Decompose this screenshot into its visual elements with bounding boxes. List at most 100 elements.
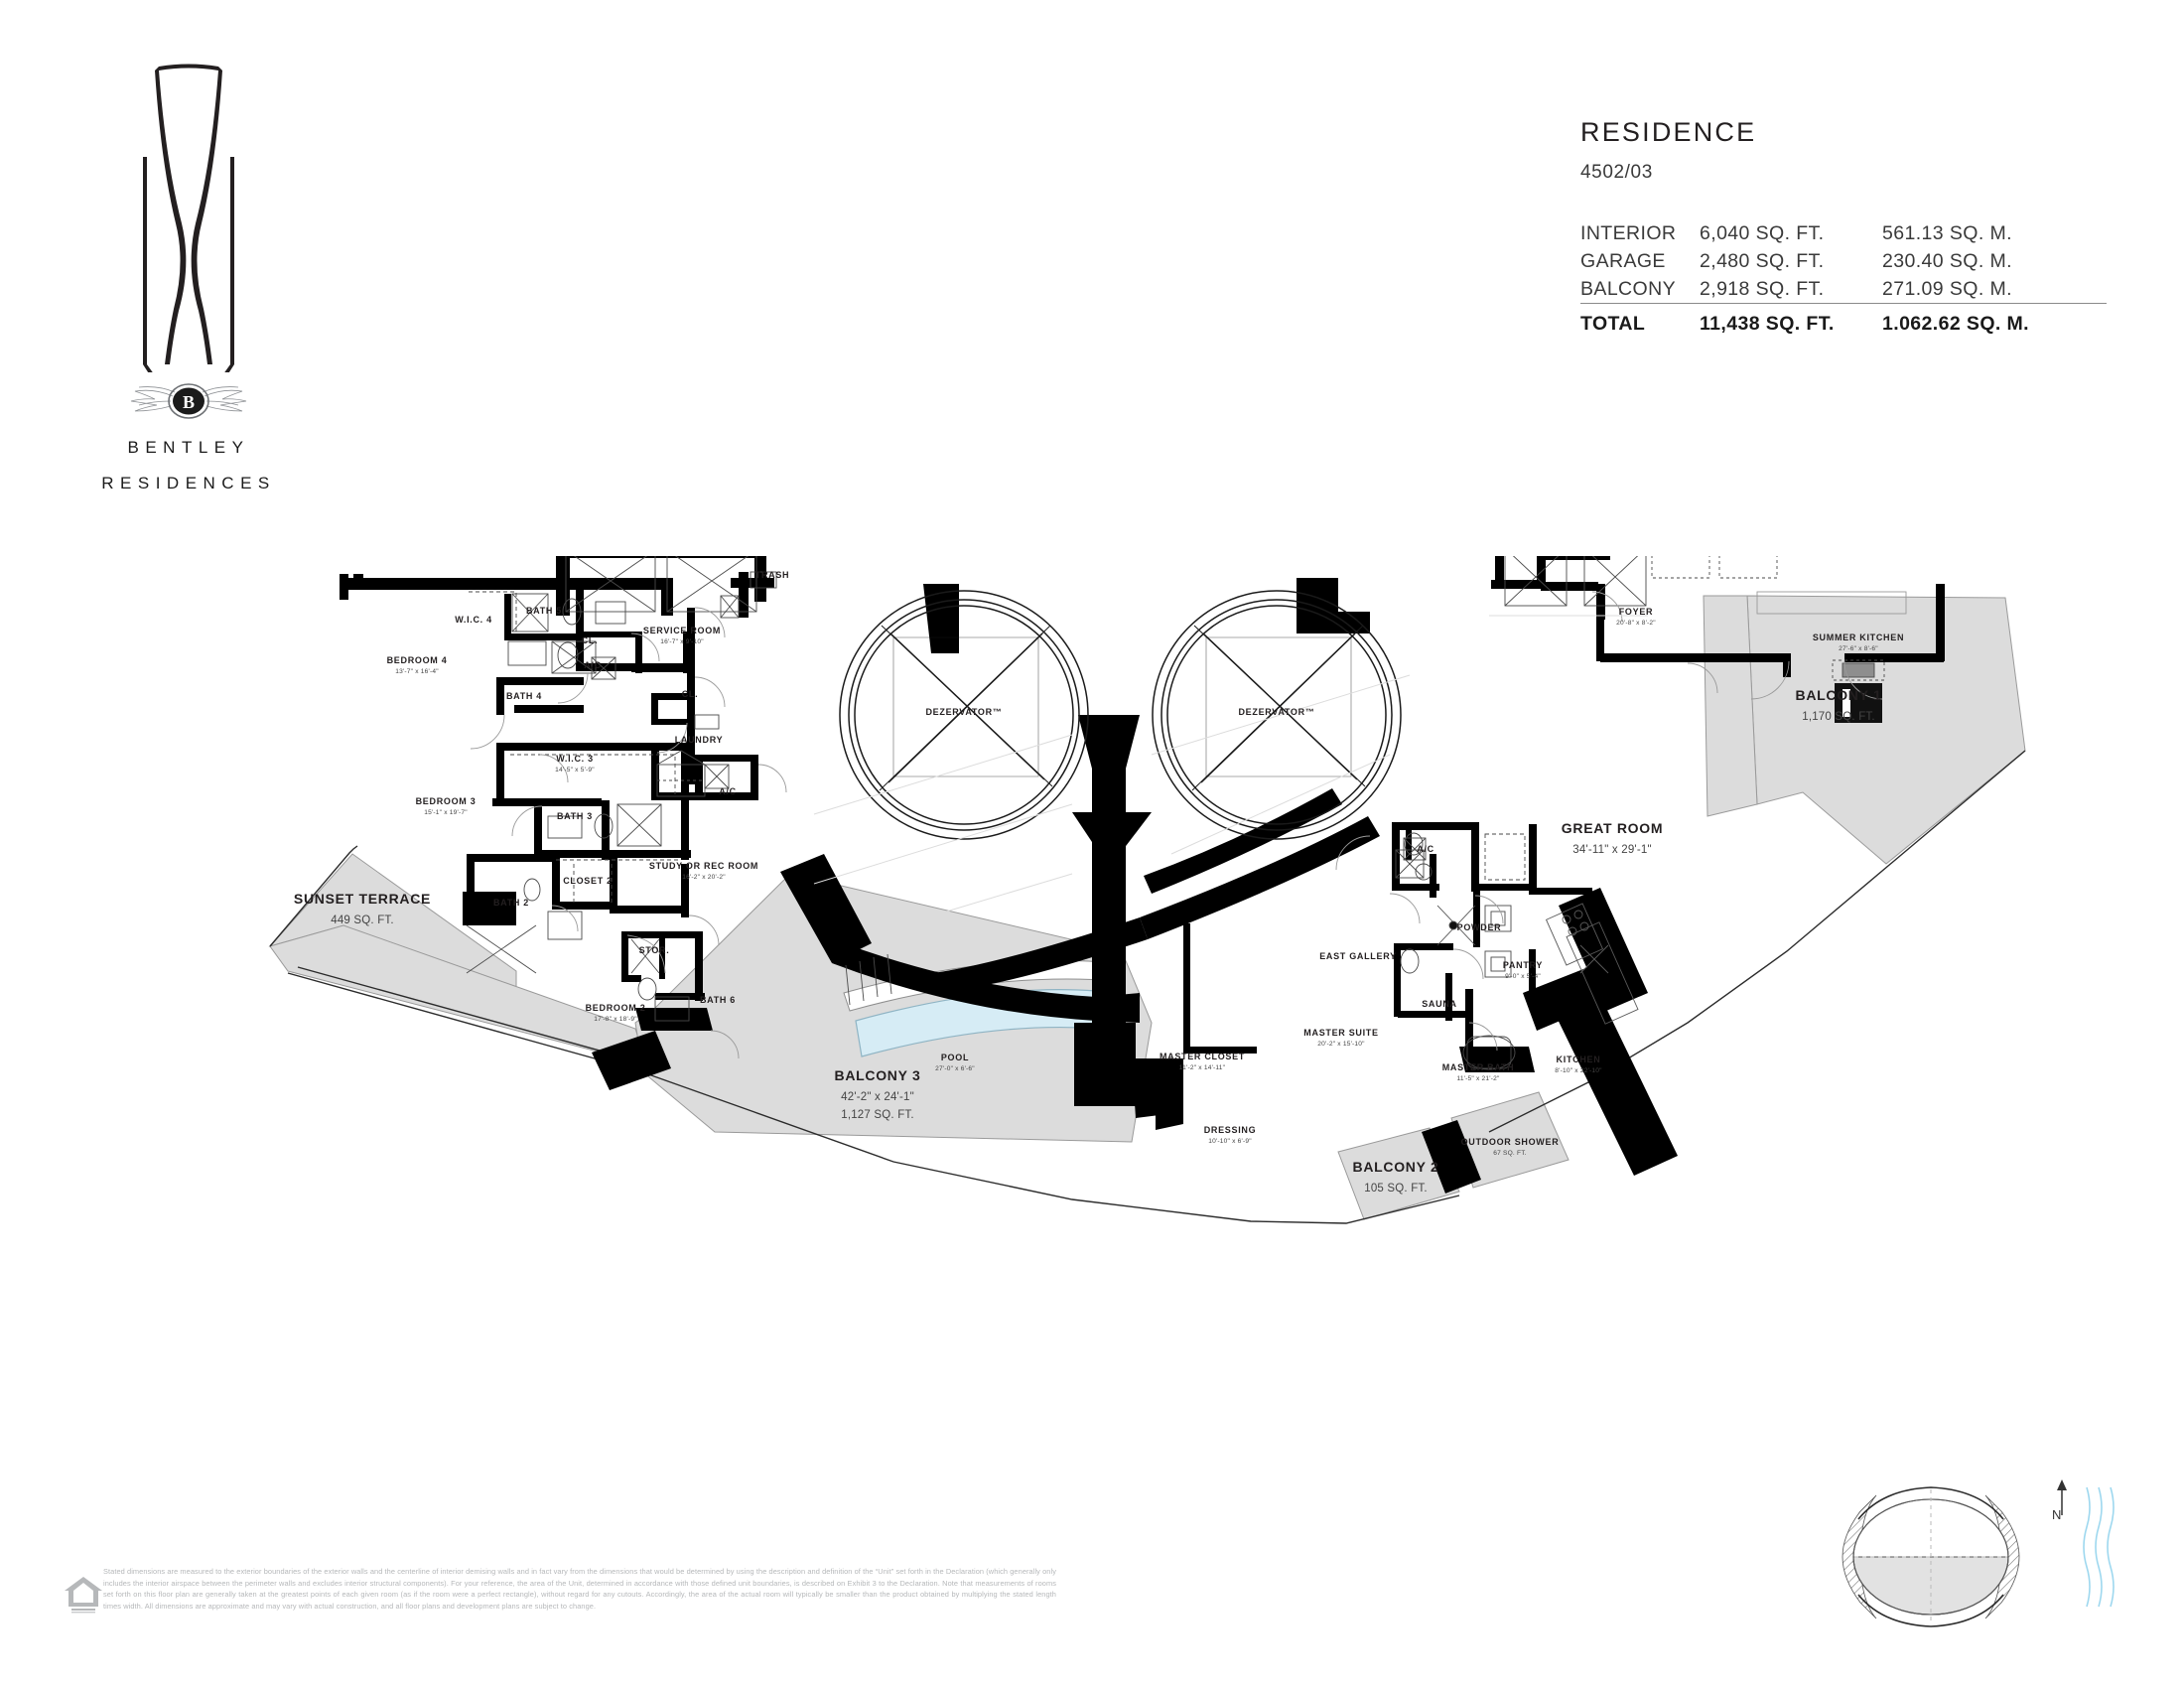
room-dimension: 105 SQ. FT. — [1364, 1183, 1428, 1195]
room-label-group: BEDROOM 413'-7" x 16'-4" W.I.C. 4 BATH 5 BA… — [294, 570, 1904, 1195]
room-name: SAUNA — [1422, 999, 1457, 1009]
brand-name-bentley: BENTLEY — [127, 438, 250, 457]
door-swings — [470, 591, 1883, 1059]
room-label: POWDER — [1457, 922, 1501, 932]
room-label: STUDY OR REC ROOM 16'-2" x 20'-2" — [649, 861, 758, 881]
interior-fixtures — [466, 556, 1907, 1070]
room-name: BATH 6 — [700, 995, 736, 1005]
room-name: BALCONY 2 — [1353, 1159, 1439, 1175]
room-name: BATH 3 — [557, 811, 593, 821]
room-dimension: 42'-2" x 24'-1" — [841, 1091, 914, 1103]
area-sqft-interior: 6,040 SQ. FT. — [1700, 221, 1825, 244]
room-name: EAST GALLERY — [1319, 951, 1397, 961]
room-name: CLOSET 2 — [563, 876, 613, 886]
room-dimension: 11'-2" x 14'-11" — [1179, 1064, 1226, 1071]
room-label: BATH 2 — [493, 898, 529, 908]
room-name: MASTER BATH — [1442, 1062, 1515, 1072]
key-plan-diagram — [1842, 1479, 2115, 1627]
room-label: W.I.C. 3 14'-5" x 5'-9" — [555, 754, 595, 774]
room-dimension: 16'-7" x 9'-10" — [660, 638, 704, 645]
room-label: BALCONY 11,170 SQ. FT. — [1796, 687, 1881, 723]
area-sqm-balcony: 271.09 SQ. M. — [1882, 277, 2012, 300]
room-name: BATH 4 — [506, 691, 542, 701]
svg-text:B: B — [183, 392, 195, 412]
area-sqm-interior: 561.13 SQ. M. — [1882, 221, 2012, 244]
room-name: DEZERVATOR™ — [1238, 707, 1314, 717]
area-sqm-garage: 230.40 SQ. M. — [1882, 249, 2012, 272]
room-label: A/C — [584, 660, 602, 670]
room-label: EAST GALLERY — [1319, 951, 1397, 961]
room-label: PANTRY 9'-0" x 5'-4" — [1503, 960, 1543, 980]
room-label: BALCONY 3 42'-2" x 24'-1" 1,127 SQ. FT. — [835, 1067, 921, 1121]
area-summary-table: INTERIOR 6,040 SQ. FT. 561.13 SQ. M. GAR… — [1580, 219, 2107, 339]
room-label: BEDROOM 315'-1" x 19'-7" — [416, 796, 477, 816]
room-label: BEDROOM 413'-7" x 16'-4" — [387, 655, 447, 675]
room-label: BATH 6 — [700, 995, 736, 1005]
room-dimension: 20'-8" x 8'-2" — [1616, 620, 1656, 627]
room-name: A/C — [584, 660, 602, 670]
room-name: DEZERVATOR™ — [925, 707, 1002, 717]
room-dimension: 16'-2" x 20'-2" — [682, 874, 726, 881]
room-name: GREAT ROOM — [1562, 820, 1663, 836]
unit-number: 4502/03 — [1580, 162, 1653, 183]
area-sqft-total: 11,438 SQ. FT. — [1700, 303, 1882, 339]
area-label-interior: INTERIOR — [1580, 221, 1677, 244]
room-dimension: 449 SQ. FT. — [331, 914, 394, 926]
room-name: OUTDOOR SHOWER — [1461, 1137, 1560, 1147]
floor-plan-drawing: BEDROOM 413'-7" x 16'-4" W.I.C. 4 BATH 5 BA… — [268, 556, 2026, 1224]
room-name: W.I.C. 3 — [556, 754, 594, 764]
room-name: BALCONY 3 — [835, 1067, 921, 1083]
room-name: BEDROOM 3 — [416, 796, 477, 806]
room-label: BATH 5 — [526, 606, 561, 616]
room-name: SERVICE ROOM — [643, 626, 721, 635]
room-name: CL. — [682, 689, 699, 699]
room-name: BATH 2 — [493, 898, 529, 908]
room-name: A/C — [1417, 844, 1434, 854]
area-sqft-garage: 2,480 SQ. FT. — [1700, 249, 1825, 272]
brand-block: B BENTLEY RESIDENCES — [99, 45, 278, 493]
room-name: TRASH — [755, 570, 790, 580]
room-name: PANTRY — [1503, 960, 1543, 970]
table-row-total: TOTAL 11,438 SQ. FT. 1.062.62 SQ. M. — [1580, 303, 2107, 339]
page-title: RESIDENCE — [1580, 117, 1757, 147]
residence-info-block: RESIDENCE 4502/03 INTERIOR 6,040 SQ. FT.… — [1580, 117, 2107, 339]
bentley-winged-b-logo-icon: B — [130, 383, 247, 419]
structural-walls — [340, 556, 1945, 1194]
area-label-balcony: BALCONY — [1580, 277, 1676, 300]
table-row: BALCONY 2,918 SQ. FT. 271.09 SQ. M. — [1580, 275, 2107, 304]
room-label: A/C — [1417, 844, 1434, 854]
room-name: STUDY OR REC ROOM — [649, 861, 758, 871]
area-label-garage: GARAGE — [1580, 249, 1666, 272]
room-label: BATH 4 — [506, 691, 542, 701]
room-label: SERVICE ROOM 16'-7" x 9'-10" — [643, 626, 721, 645]
room-dimension: 8'-10" x 22'-10" — [1555, 1067, 1602, 1074]
room-dimension: 14'-5" x 5'-9" — [555, 767, 595, 774]
table-row: GARAGE 2,480 SQ. FT. 230.40 SQ. M. — [1580, 247, 2107, 275]
tower-key-plan-icon — [1842, 1486, 2020, 1627]
room-dimension: 9'-0" x 5'-4" — [1505, 973, 1541, 980]
room-label: BATH 3 — [557, 811, 593, 821]
room-name: SUMMER KITCHEN — [1813, 633, 1904, 642]
room-name: CL. — [582, 635, 599, 645]
room-label: CL. — [582, 635, 599, 645]
room-name: W.I.C. 4 — [455, 615, 492, 625]
room-label: GREAT ROOM 34'-11" x 29'-1" — [1562, 820, 1663, 856]
room-label: STOR. — [639, 945, 669, 955]
table-row: INTERIOR 6,040 SQ. FT. 561.13 SQ. M. — [1580, 219, 2107, 247]
dezervator-units — [839, 590, 1402, 854]
room-area: 1,127 SQ. FT. — [841, 1109, 914, 1121]
room-dimension: 20'-2" x 15'-10" — [1317, 1041, 1365, 1048]
room-dimension: 34'-11" x 29'-1" — [1572, 844, 1651, 856]
room-label: BALCONY 2 105 SQ. FT. — [1353, 1159, 1439, 1195]
bentley-tower-mark-icon — [143, 64, 234, 372]
ghost-guidelines — [813, 615, 1648, 934]
room-dimension: 11'-5" x 21'-2" — [1456, 1075, 1500, 1082]
